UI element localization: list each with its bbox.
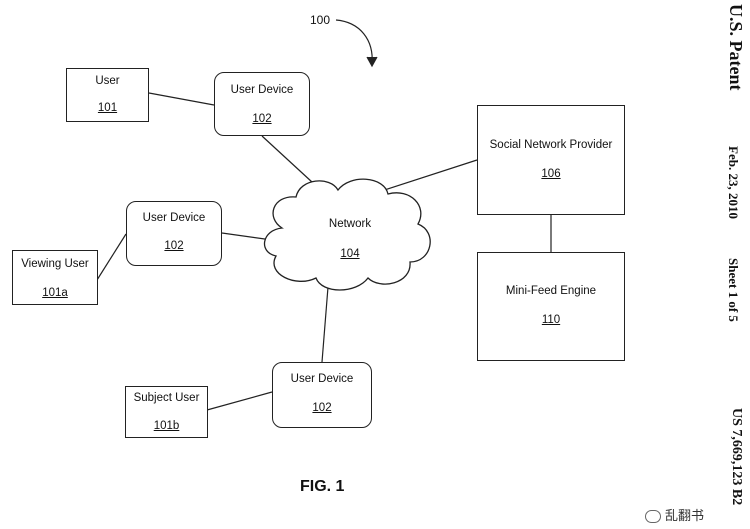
subject-user-ref: 101b bbox=[153, 420, 180, 432]
margin-sheet: Sheet 1 of 5 bbox=[726, 258, 741, 322]
edge-network-device-bottom bbox=[321, 286, 329, 363]
subject-user-box: Subject User 101b bbox=[125, 386, 208, 438]
user-device-mid-ref: 102 bbox=[164, 240, 184, 252]
user-label: User bbox=[95, 75, 120, 87]
edge-device-mid-network bbox=[221, 232, 273, 241]
mini-feed-engine-label: Mini-Feed Engine bbox=[505, 285, 597, 297]
margin-date: Feb. 23, 2010 bbox=[726, 146, 741, 219]
user-ref: 101 bbox=[97, 102, 118, 114]
figure-caption: FIG. 1 bbox=[300, 478, 345, 495]
edge-user-device-top bbox=[148, 92, 215, 106]
user-box: User 101 bbox=[66, 68, 149, 122]
network-ref: 104 bbox=[340, 248, 360, 260]
figure-number: 100 bbox=[310, 13, 331, 27]
margin-number: US 7,669,123 B2 bbox=[729, 408, 744, 506]
viewing-user-label: Viewing User bbox=[21, 258, 89, 270]
watermark-text: 乱翻书 bbox=[665, 508, 705, 523]
figure-number-arrowhead bbox=[366, 56, 378, 68]
edge-subject-device-bottom bbox=[206, 391, 273, 411]
social-network-provider-box: Social Network Provider 106 bbox=[477, 105, 625, 215]
user-device-bottom-box: User Device 102 bbox=[272, 362, 372, 428]
margin-patent: U.S. Patent bbox=[726, 4, 746, 91]
social-network-provider-label: Social Network Provider bbox=[489, 139, 613, 151]
user-device-top-ref: 102 bbox=[252, 113, 272, 125]
user-device-top-label: User Device bbox=[230, 84, 294, 96]
viewing-user-ref: 101a bbox=[42, 287, 68, 299]
edge-network-snp bbox=[371, 159, 478, 195]
wechat-icon bbox=[645, 510, 661, 524]
watermark: 乱翻书 bbox=[645, 505, 704, 524]
network-cloud bbox=[264, 178, 431, 291]
user-device-top-box: User Device 102 bbox=[214, 72, 310, 136]
mini-feed-engine-box: Mini-Feed Engine 110 bbox=[477, 252, 625, 361]
user-device-mid-label: User Device bbox=[142, 212, 206, 224]
user-device-bottom-label: User Device bbox=[290, 373, 354, 385]
mini-feed-engine-ref: 110 bbox=[541, 314, 561, 326]
user-device-mid-box: User Device 102 bbox=[126, 201, 222, 266]
subject-user-label: Subject User bbox=[133, 392, 200, 404]
social-network-provider-ref: 106 bbox=[541, 168, 561, 180]
viewing-user-box: Viewing User 101a bbox=[12, 250, 98, 305]
edge-viewing-device-mid bbox=[96, 233, 127, 281]
user-device-bottom-ref: 102 bbox=[312, 402, 332, 414]
network-label: Network bbox=[328, 218, 372, 230]
